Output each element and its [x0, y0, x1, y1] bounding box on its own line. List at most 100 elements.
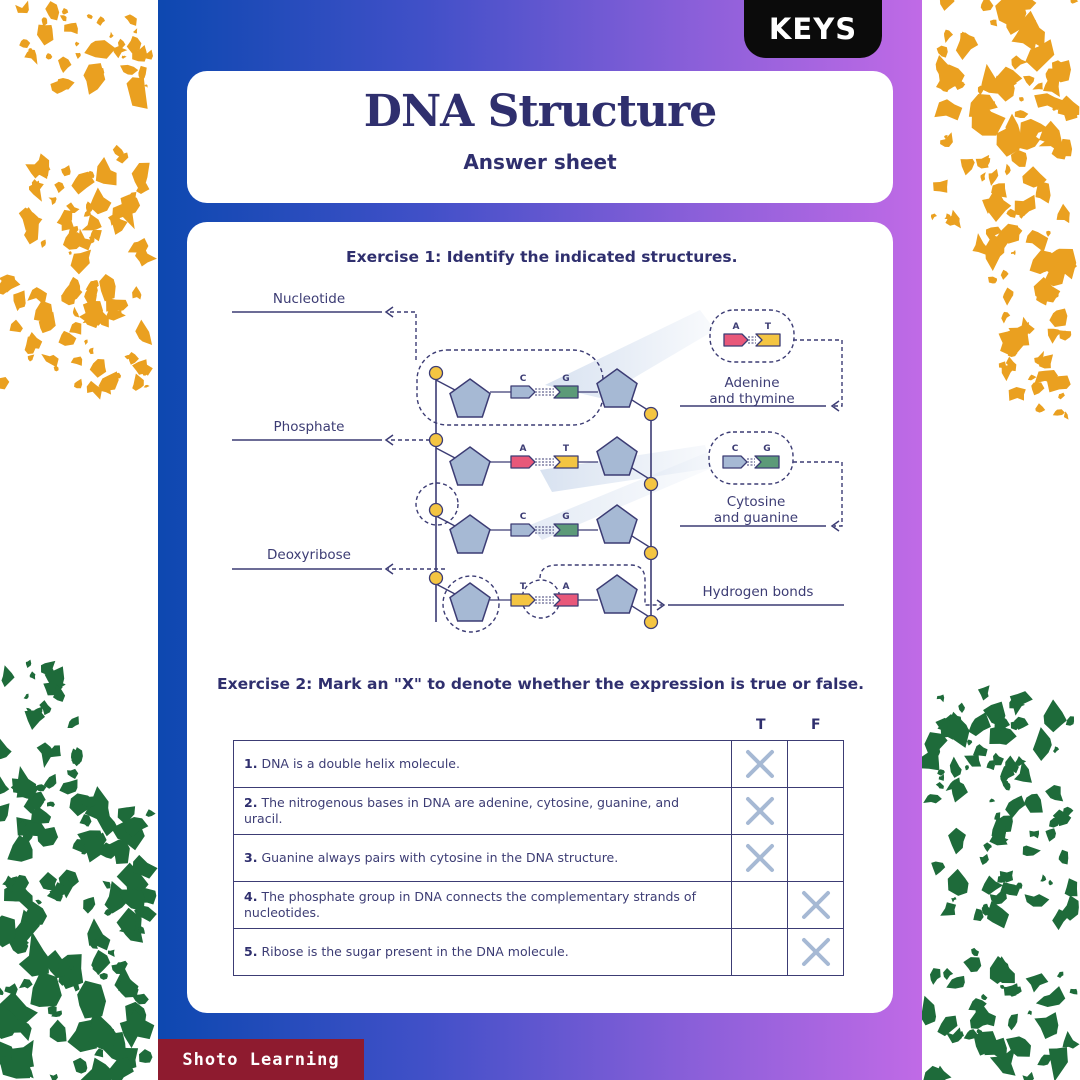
false-cell[interactable] [787, 834, 844, 882]
deoxyribose-sugar [596, 368, 638, 408]
phosphate-dot [428, 365, 444, 381]
cg-callout-base [722, 455, 748, 469]
nitrogen-base [510, 593, 536, 607]
statement-cell: 1. DNA is a double helix molecule. [233, 740, 732, 788]
false-cell[interactable] [787, 740, 844, 788]
arrow-head [830, 400, 840, 412]
deoxyribose-sugar [596, 574, 638, 614]
x-mark-icon [801, 891, 830, 919]
cg-pointer [793, 461, 843, 527]
phosphate-dot [643, 614, 659, 630]
phosphate-dot [428, 432, 444, 448]
arrow-head [656, 599, 666, 611]
statement-text: The phosphate group in DNA connects the … [244, 889, 696, 920]
exercise-1-title: Exercise 1: Identify the indicated struc… [346, 248, 738, 266]
callout-beam [545, 310, 715, 398]
nucleotide-outline [416, 349, 604, 426]
false-cell[interactable] [787, 928, 844, 976]
x-mark-icon [745, 750, 774, 778]
nucleotide-pointer [388, 311, 417, 360]
true-false-table: 1. DNA is a double helix molecule. 2. Th… [233, 740, 844, 976]
at-pointer [793, 339, 843, 407]
arrow-head [384, 563, 394, 575]
statement-cell: 2. The nitrogenous bases in DNA are aden… [233, 787, 732, 835]
keys-badge: KEYS [744, 0, 882, 58]
true-cell[interactable] [731, 881, 788, 929]
true-column-header: T [756, 717, 766, 733]
cytosine-guanine-label: Cytosine [727, 494, 786, 510]
nitrogen-base [553, 523, 579, 537]
deoxyribose-label: Deoxyribose [267, 547, 351, 563]
brand-label: Shoto Learning [158, 1039, 364, 1080]
nitrogen-base [553, 385, 579, 399]
statement-cell: 3. Guanine always pairs with cytosine in… [233, 834, 732, 882]
phosphate-dot [643, 406, 659, 422]
base-letter: A [563, 582, 570, 592]
statement-cell: 5. Ribose is the sugar present in the DN… [233, 928, 732, 976]
adenine-thymine-label: and thymine [709, 391, 794, 407]
base-letter: A [733, 322, 740, 332]
sugar-phosphate-bond [435, 515, 456, 527]
deoxyribose-sugar [596, 504, 638, 544]
adenine-thymine-label: Adenine [724, 375, 779, 391]
x-mark-icon [745, 797, 774, 825]
deoxyribose-sugar [449, 446, 491, 486]
sugar-phosphate-bond [435, 447, 456, 459]
phosphate-dot [643, 545, 659, 561]
phosphate-dot [643, 476, 659, 492]
deoxyribose-outline [442, 575, 500, 633]
base-letter: A [520, 444, 527, 454]
nitrogen-base [553, 593, 579, 607]
callout-beam [530, 452, 712, 540]
statement-text: The nitrogenous bases in DNA are adenine… [244, 795, 680, 826]
base-letter: C [520, 374, 527, 384]
hydrogen-bonds-label: Hydrogen bonds [703, 584, 814, 600]
statement-number: 3. [244, 850, 258, 865]
at-callout-base [755, 333, 781, 347]
statement-number: 2. [244, 795, 258, 810]
table-row: 5. Ribose is the sugar present in the DN… [233, 928, 844, 976]
base-letter: G [562, 374, 569, 384]
arrow-head [830, 520, 840, 532]
cytosine-guanine-label: and guanine [714, 510, 798, 526]
statement-text: DNA is a double helix molecule. [261, 756, 460, 771]
page-title: DNA Structure [363, 86, 717, 137]
nitrogen-base [510, 455, 536, 469]
false-cell[interactable] [787, 787, 844, 835]
phosphate-label: Phosphate [274, 419, 345, 435]
statement-cell: 4. The phosphate group in DNA connects t… [233, 881, 732, 929]
sugar-phosphate-bond [435, 583, 456, 595]
x-mark-icon [801, 938, 830, 966]
base-letter: T [520, 582, 527, 592]
table-row: 4. The phosphate group in DNA connects t… [233, 881, 844, 929]
at-callout-base [723, 333, 749, 347]
true-cell[interactable] [731, 787, 788, 835]
false-cell[interactable] [787, 881, 844, 929]
cg-callout-outline [708, 431, 794, 485]
base-letter: G [562, 512, 569, 522]
deoxyribose-sugar [449, 378, 491, 418]
statement-text: Guanine always pairs with cytosine in th… [261, 850, 619, 865]
hydrogen-bonds-pointer [539, 564, 662, 606]
base-letter: T [563, 444, 570, 454]
true-cell[interactable] [731, 928, 788, 976]
deoxyribose-sugar [596, 436, 638, 476]
base-letter: C [520, 512, 527, 522]
at-callout-outline [709, 309, 795, 363]
true-cell[interactable] [731, 834, 788, 882]
base-letter: T [765, 322, 772, 332]
statement-number: 5. [244, 944, 258, 959]
nitrogen-base [553, 455, 579, 469]
statement-text: Ribose is the sugar present in the DNA m… [261, 944, 569, 959]
title-card [187, 71, 893, 203]
table-row: 2. The nitrogenous bases in DNA are aden… [233, 787, 844, 835]
true-cell[interactable] [731, 740, 788, 788]
cg-callout-base [754, 455, 780, 469]
sugar-phosphate-bond [631, 535, 652, 549]
deoxyribose-sugar [449, 582, 491, 622]
arrow-head [384, 306, 394, 318]
table-row: 3. Guanine always pairs with cytosine in… [233, 834, 844, 882]
nitrogen-base [510, 385, 536, 399]
